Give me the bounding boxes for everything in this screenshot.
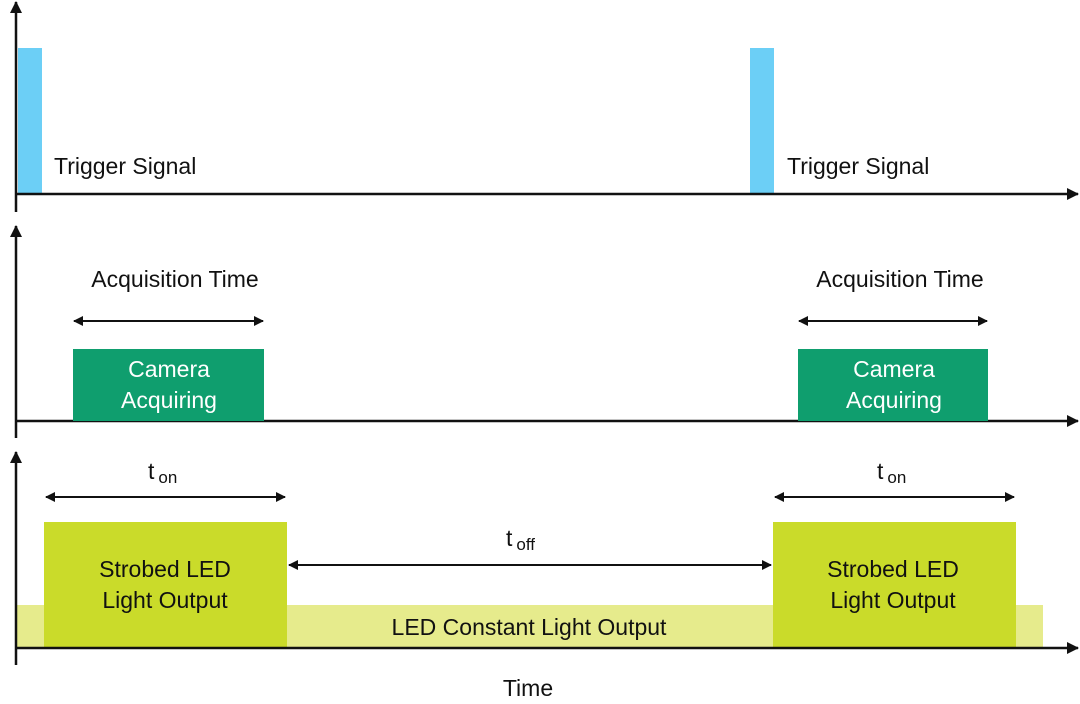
trigger-pulse-2 (750, 48, 774, 194)
camera-row: Acquisition Time Camera Acquiring Acquis… (10, 225, 1079, 438)
strobe-box-1-line1: Strobed LED (99, 556, 231, 582)
x-axis-label: Time (503, 675, 553, 701)
camera-box-1-line1: Camera (128, 356, 210, 382)
acquisition-time-label-1: Acquisition Time (91, 266, 258, 292)
trigger-row: Trigger Signal Trigger Signal (10, 1, 1079, 212)
led-constant-label: LED Constant Light Output (392, 614, 667, 640)
camera-box-2-line1: Camera (853, 356, 935, 382)
acquisition-time-label-2: Acquisition Time (816, 266, 983, 292)
strobe-box-1 (44, 522, 287, 648)
strobe-box-1-line2: Light Output (102, 587, 228, 613)
strobe-box-2 (773, 522, 1016, 648)
camera-acquiring-box-2 (798, 349, 988, 421)
camera-acquiring-box-1 (73, 349, 264, 421)
strobe-box-2-line2: Light Output (830, 587, 956, 613)
strobe-box-2-line1: Strobed LED (827, 556, 959, 582)
camera-box-2-line2: Acquiring (846, 387, 942, 413)
trigger-label-2: Trigger Signal (787, 153, 929, 179)
camera-box-1-line2: Acquiring (121, 387, 217, 413)
trigger-label-1: Trigger Signal (54, 153, 196, 179)
trigger-pulse-1 (18, 48, 42, 194)
